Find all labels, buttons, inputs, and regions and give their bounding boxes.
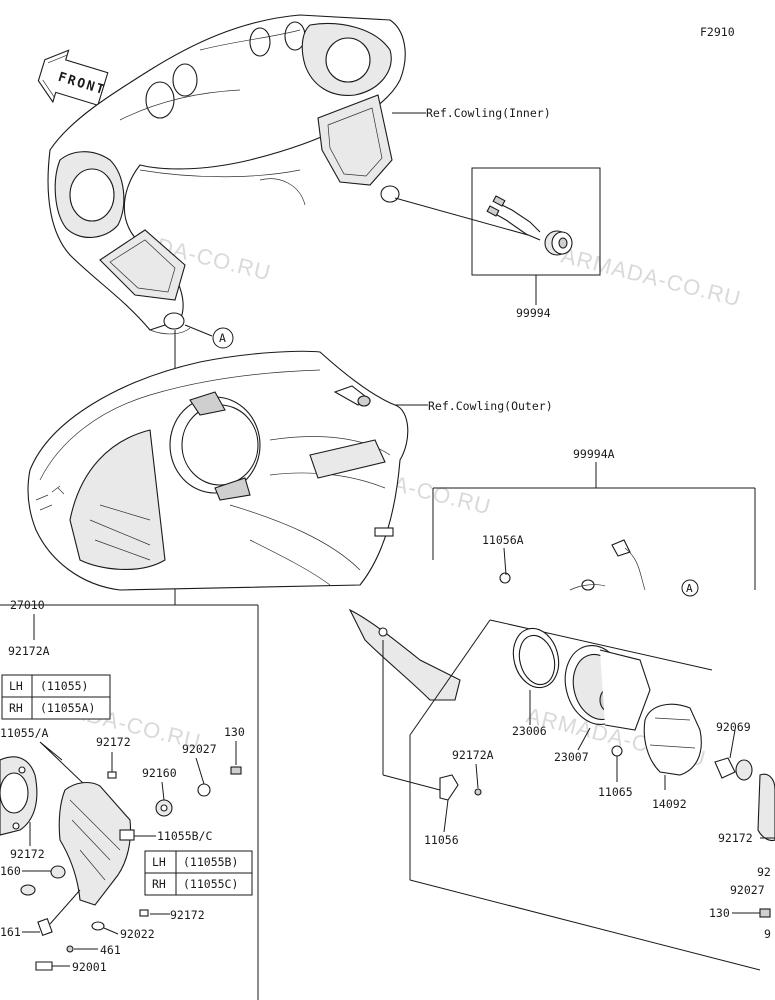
part-99994A-label: 99994A	[573, 447, 615, 461]
part-27010-label: 27010	[10, 598, 45, 612]
part-92160-a-label: 92160	[142, 766, 177, 780]
part-99994-group: 99994	[394, 167, 601, 320]
lh-rh-table-1: LH (11055) RH (11055A)	[1, 674, 111, 720]
part-11056-label: 11056	[424, 833, 459, 847]
part-130-right-label: 130	[709, 906, 730, 920]
part-92027-a-label: 92027	[182, 742, 217, 756]
part-14092-label: 14092	[652, 797, 687, 811]
part-11055A-slash-label: 11055/A	[0, 726, 49, 740]
part-161-label: 161	[0, 925, 21, 939]
front-arrow: FRONT	[37, 49, 109, 106]
left-section: 27010 92172A LH (11055) RH (11055A) 1105…	[0, 598, 259, 1000]
callout-a-circle	[212, 327, 234, 349]
part-92027-right-label: 92027	[730, 883, 765, 897]
part-92172A-mid-label: 92172A	[452, 748, 494, 762]
part-23006-label: 23006	[512, 724, 547, 738]
callout-a-label: A	[219, 331, 226, 345]
part-92172-b-label: 92172	[10, 847, 45, 861]
outer-cowling	[27, 350, 409, 591]
table1-row1-side: LH	[9, 679, 23, 693]
table1-row2-side: RH	[9, 701, 23, 715]
part-92172A-left-label: 92172A	[8, 644, 50, 658]
part-92-right-label: 92	[757, 865, 771, 879]
part-99994A-group: 99994A A	[432, 447, 756, 597]
part-92172-c-label: 92172	[170, 908, 205, 922]
inner-cowling	[47, 14, 406, 335]
ref-cowling-inner-label: Ref.Cowling(Inner)	[426, 106, 551, 120]
part-11065-label: 11065	[598, 785, 633, 799]
headlight-section: 11056 92172A 23006 23007 11065 14092	[348, 608, 775, 971]
part-23007-label: 23007	[554, 750, 589, 764]
part-92-right2-label: 9	[764, 927, 771, 941]
part-461-label: 461	[100, 943, 121, 957]
part-99994-label: 99994	[516, 306, 551, 320]
part-11056A-label: 11056A	[482, 533, 524, 547]
part-92001-label: 92001	[72, 960, 107, 974]
table2-row1-code: (11055B)	[183, 855, 238, 869]
table2-row2-code: (11055C)	[183, 877, 238, 891]
callout-a-small-label: A	[686, 582, 693, 595]
part-92172-a-label: 92172	[96, 735, 131, 749]
part-92069-label: 92069	[716, 720, 751, 734]
lh-rh-table-2: LH (11055B) RH (11055C)	[144, 850, 253, 896]
part-92172-right-label: 92172	[718, 831, 753, 845]
table2-row2-side: RH	[152, 877, 166, 891]
callout-a-small-circle	[681, 579, 699, 597]
part-11055BC-label: 11055B/C	[157, 829, 212, 843]
part-160-label: 160	[0, 864, 21, 878]
table1-row1-code: (11055)	[40, 679, 88, 693]
watermark-2: ARMADA-CO.RU	[559, 243, 744, 312]
ref-cowling-outer-label: Ref.Cowling(Outer)	[428, 399, 553, 413]
figure-code: F2910	[700, 25, 735, 39]
table2-row1-side: LH	[152, 855, 166, 869]
table1-row2-code: (11055A)	[40, 701, 95, 715]
part-130-a-label: 130	[224, 725, 245, 739]
part-92022-label: 92022	[120, 927, 155, 941]
